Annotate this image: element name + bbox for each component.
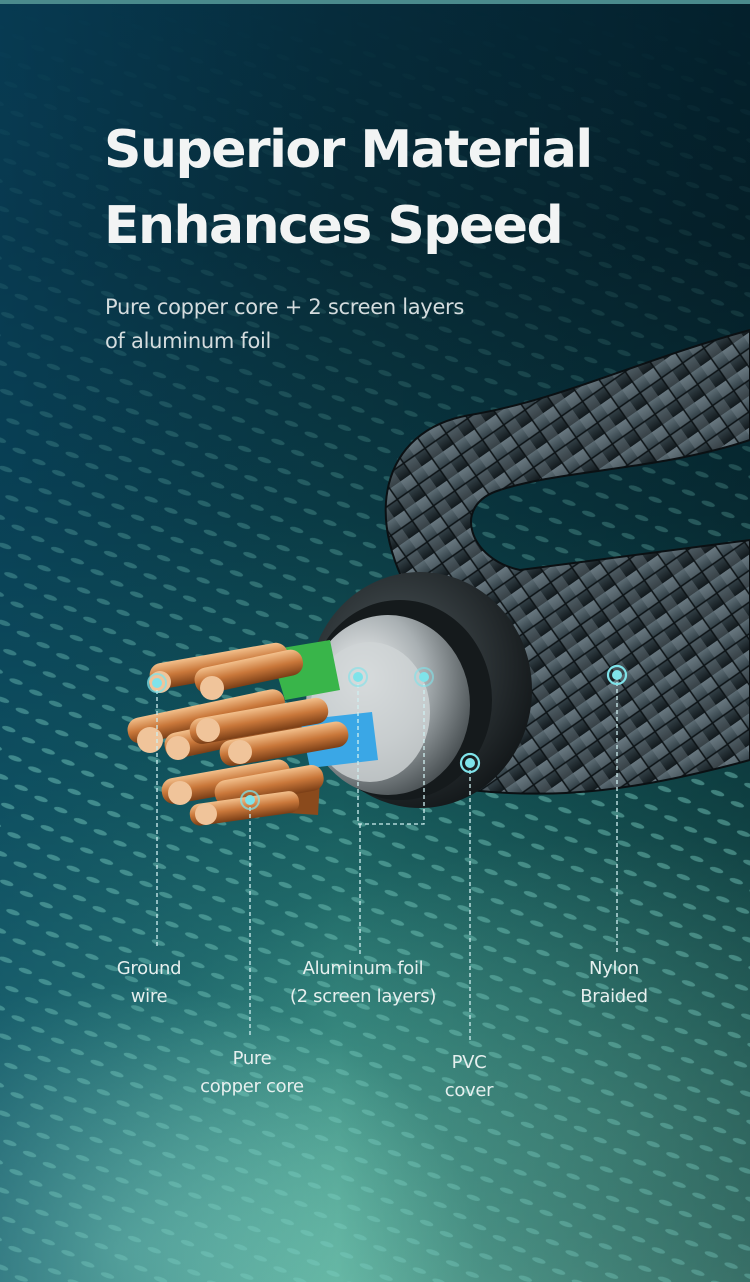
ground-wire-dot-icon	[147, 673, 167, 693]
callout-aluminum-foil: Aluminum foil (2 screen layers)	[289, 958, 437, 1007]
copper-strands	[127, 642, 349, 826]
subtitle: Pure copper core + 2 screen layers of al…	[105, 290, 464, 358]
headline-line-1: Superior Material	[104, 120, 593, 180]
callout-leader-lines	[156, 682, 618, 1040]
subtitle-line-1: Pure copper core + 2 screen layers	[105, 295, 465, 319]
copper-core-dot-icon	[240, 790, 260, 810]
foil-layer-1-dot-icon	[348, 667, 368, 687]
pvc-cover-dot-icon	[459, 752, 481, 774]
callout-dots	[147, 664, 628, 810]
callout-ground-wire: Ground wire	[116, 958, 182, 1007]
headline: Superior Material Enhances Speed	[104, 112, 593, 264]
callout-pure-copper-core: Pure copper core	[200, 1048, 304, 1097]
callout-pvc-cover: PVC cover	[444, 1052, 494, 1101]
callout-nylon-braided: Nylon Braided	[580, 958, 648, 1007]
headline-line-2: Enhances Speed	[104, 196, 564, 256]
nylon-braid-dot-icon	[606, 664, 628, 686]
foil-layer-2-dot-icon	[414, 667, 434, 687]
subtitle-line-2: of aluminum foil	[105, 329, 272, 353]
